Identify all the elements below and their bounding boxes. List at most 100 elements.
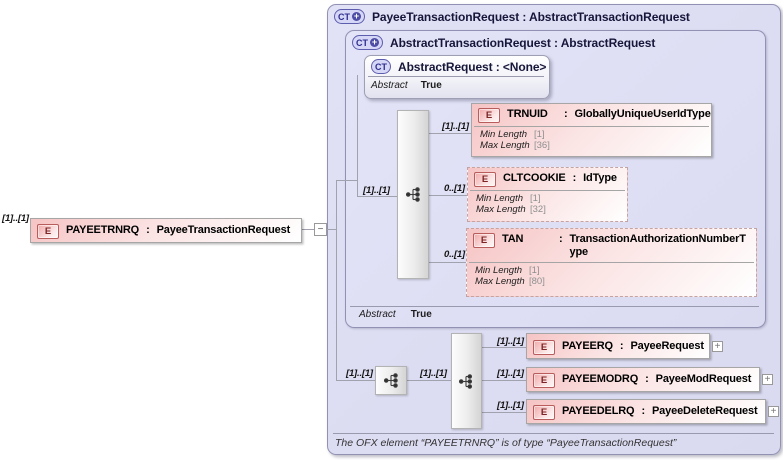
abstract-label: Abstract [359, 309, 396, 320]
cardinality-label: [1]..[1] [363, 185, 390, 196]
constraint-row: Max Length [80] [475, 276, 748, 287]
element-type: PayeeModRequest [655, 373, 752, 385]
constraint-label: Min Length [475, 265, 523, 276]
connector-line [336, 380, 375, 381]
element-title: E PAYEEDELRQ : PayeeDeleteRequest [527, 400, 765, 422]
cardinality-label: [1]..[1] [2, 213, 29, 224]
abstract-row: Abstract True [371, 80, 442, 91]
constraint-value: [80] [529, 276, 545, 287]
connector-line [427, 133, 471, 134]
expand-icon[interactable]: + [370, 37, 379, 47]
collapse-toggle[interactable]: − [314, 223, 327, 236]
abstract-row-divider [350, 306, 759, 307]
footer-divider [333, 433, 774, 434]
element-type: GloballyUniqueUserIdType [574, 108, 711, 120]
constraint-row: Max Length [32] [476, 204, 619, 215]
element-name: CLTCOOKIE [503, 172, 566, 184]
connector-line [427, 262, 466, 263]
element-type: TransactionAuthorizationNumberType [569, 233, 746, 258]
element-type: PayeeRequest [630, 340, 704, 352]
element-type: IdType [583, 172, 617, 184]
constraint-value: [1] [534, 129, 545, 140]
connector-line [427, 195, 467, 196]
element-title: E TRNUID : GloballyUniqueUserIdType [472, 104, 711, 125]
element-icon: E [478, 108, 500, 123]
element-name: PAYEEDELRQ [562, 405, 635, 417]
sequence-icon [383, 373, 398, 388]
abstract-row: Abstract True [359, 309, 432, 320]
element-tan[interactable]: E TAN : TransactionAuthorizationNumberTy… [466, 228, 757, 297]
constraint-row: Max Length [36] [480, 140, 703, 151]
element-constraints: Min Length [1] Max Length [80] [469, 262, 754, 289]
expand-toggle[interactable]: + [712, 341, 723, 352]
abstract-row-divider [368, 76, 544, 77]
element-colon: : [645, 373, 649, 385]
ct-badge-label: CT [375, 61, 387, 72]
constraint-row: Min Length [1] [480, 129, 703, 140]
sequence-compositor[interactable] [397, 110, 429, 279]
element-name: PAYEEMODRQ [562, 373, 639, 385]
constraint-label: Max Length [475, 276, 525, 287]
sequence-compositor[interactable] [375, 366, 407, 395]
constraint-value: [36] [534, 140, 550, 151]
element-colon: : [572, 172, 577, 184]
complextype-icon: CT + [352, 35, 383, 50]
element-title: E TAN : TransactionAuthorizationNumberTy… [467, 229, 756, 261]
element-cltcookie[interactable]: E CLTCOOKIE : IdType Min Length [1] Max … [467, 167, 628, 222]
constraint-row: Min Length [1] [476, 193, 619, 204]
constraint-row: Min Length [1] [475, 265, 748, 276]
complextype-titlebar: CT + AbstractTransactionRequest : Abstra… [346, 31, 765, 50]
constraint-value: [1] [529, 265, 540, 276]
expand-icon[interactable]: + [352, 11, 361, 21]
sequence-icon [405, 187, 420, 202]
element-constraints: Min Length [1] Max Length [36] [474, 126, 709, 153]
element-colon: : [559, 233, 563, 245]
element-trnuid[interactable]: E TRNUID : GloballyUniqueUserIdType Min … [471, 103, 712, 157]
connector-line [480, 412, 526, 413]
element-icon: E [37, 224, 59, 239]
element-payeemodrq[interactable]: E PAYEEMODRQ : PayeeModRequest [526, 367, 760, 392]
abstract-value: True [410, 309, 432, 320]
constraint-label: Min Length [480, 129, 528, 140]
complextype-abstractrequest[interactable]: CT AbstractRequest : <None> [364, 55, 550, 99]
complextype-icon: CT + [334, 9, 365, 24]
complextype-title: PayeeTransactionRequest : AbstractTransa… [372, 9, 690, 24]
choice-compositor[interactable] [451, 333, 482, 429]
element-payeerq[interactable]: E PAYEERQ : PayeeRequest [526, 333, 710, 359]
connector-line [405, 380, 451, 381]
element-name: PAYEERQ [562, 340, 613, 352]
cardinality-label: [1]..[1] [497, 336, 524, 347]
element-icon: E [473, 233, 495, 248]
element-name: TAN [502, 233, 524, 245]
connector-line [480, 347, 526, 348]
connector-line [480, 380, 526, 381]
element-icon: E [533, 405, 555, 420]
choice-icon [458, 373, 473, 389]
ct-badge-label: CT [338, 11, 350, 22]
element-icon: E [533, 373, 555, 388]
cardinality-label: [1]..[1] [420, 368, 447, 379]
expand-toggle[interactable]: + [768, 406, 779, 417]
footer-note: The OFX element “PAYEETRNRQ” is of type … [335, 437, 677, 449]
connector-line [336, 180, 357, 181]
element-name: TRNUID [507, 108, 548, 120]
element-colon: : [146, 224, 150, 236]
abstract-value: True [420, 80, 442, 91]
element-title: E CLTCOOKIE : IdType [468, 168, 627, 189]
element-title: E PAYEERQ : PayeeRequest [527, 334, 709, 357]
element-type: PayeeTransactionRequest [156, 224, 291, 236]
cardinality-label: 0..[1] [444, 183, 465, 194]
element-payeedelrq[interactable]: E PAYEEDELRQ : PayeeDeleteRequest [526, 399, 766, 424]
connector-line [357, 75, 358, 197]
constraint-value: [32] [530, 204, 546, 215]
expand-toggle[interactable]: + [762, 374, 773, 385]
cardinality-label: [1]..[1] [346, 368, 373, 379]
ct-badge-label: CT [356, 37, 368, 48]
element-colon: : [564, 108, 568, 120]
complextype-icon: CT [371, 59, 391, 74]
complextype-title: AbstractRequest : <None> [398, 59, 547, 74]
constraint-value: [1] [530, 193, 541, 204]
element-payeetrnrq[interactable]: E PAYEETRNRQ : PayeeTransactionRequest [30, 218, 302, 243]
constraint-label: Max Length [480, 140, 530, 151]
cardinality-label: [1]..[1] [442, 121, 469, 132]
